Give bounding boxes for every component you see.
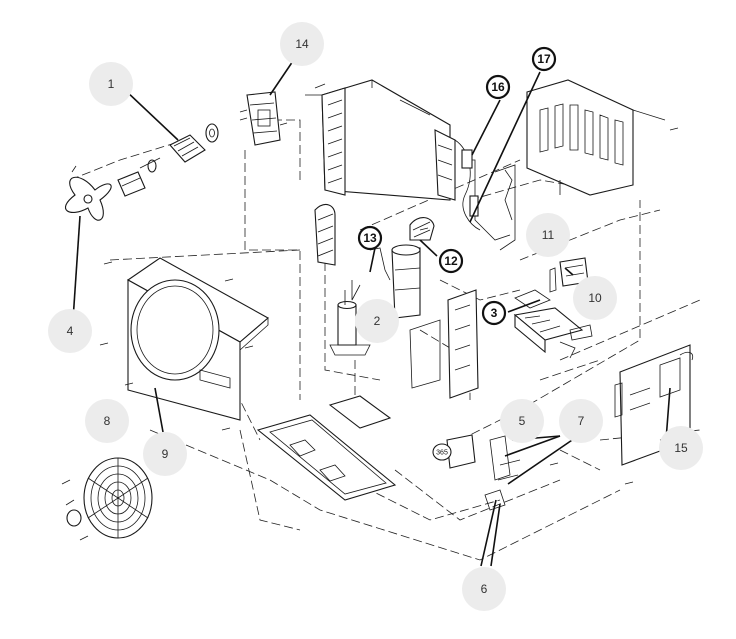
callout-7: 7: [559, 399, 603, 443]
compressor-part: [329, 244, 421, 356]
callout-8: 8: [85, 399, 129, 443]
svg-text:10: 10: [588, 291, 602, 305]
svg-text:7: 7: [578, 414, 585, 428]
fan-grille-part: [61, 457, 153, 541]
capacitor-bracket-part: 365: [432, 434, 521, 511]
svg-text:2: 2: [374, 314, 381, 328]
callout-10: 10: [573, 276, 617, 320]
svg-text:5: 5: [519, 414, 526, 428]
svg-text:6: 6: [481, 582, 488, 596]
capacitor-marking: 365: [436, 450, 448, 457]
callout-15: 15: [659, 426, 703, 470]
svg-text:15: 15: [674, 441, 688, 455]
top-bracket-part: [239, 91, 288, 146]
svg-text:9: 9: [162, 447, 169, 461]
callout-5: 5: [500, 399, 544, 443]
svg-text:3: 3: [491, 306, 498, 320]
callout-6: 6: [462, 567, 506, 611]
svg-text:17: 17: [537, 52, 551, 66]
svg-text:16: 16: [491, 80, 505, 94]
base-pan-part: [256, 395, 397, 501]
partition-panel-part: [409, 289, 479, 399]
callout-9: 9: [143, 432, 187, 476]
callout-17: 17: [531, 46, 557, 72]
callout-2: 2: [355, 299, 399, 343]
svg-text:13: 13: [363, 231, 377, 245]
control-board-part: [513, 289, 593, 359]
condenser-coil-part: [305, 79, 456, 201]
svg-text:11: 11: [542, 228, 555, 242]
svg-text:1: 1: [108, 77, 115, 91]
fan-motor-part: [117, 123, 219, 197]
svg-text:4: 4: [67, 324, 74, 338]
leader-lines: [72, 57, 671, 567]
callout-16: 16: [485, 74, 511, 100]
callout-3: 3: [481, 300, 507, 326]
propeller-fan-part: [65, 165, 112, 221]
svg-text:14: 14: [295, 37, 309, 51]
refrigerant-piping-part: [454, 139, 516, 251]
callout-14: 14: [280, 22, 324, 66]
side-panel-part: [526, 79, 666, 196]
callout-11: 11: [526, 213, 570, 257]
callout-12: 12: [438, 248, 464, 274]
svg-text:12: 12: [444, 254, 458, 268]
front-panel-part: [126, 257, 269, 421]
callout-4: 4: [48, 309, 92, 353]
callout-1: 1: [89, 62, 133, 106]
svg-text:8: 8: [104, 414, 111, 428]
callout-13: 13: [357, 225, 383, 251]
compressor-cover-part: [314, 204, 435, 266]
